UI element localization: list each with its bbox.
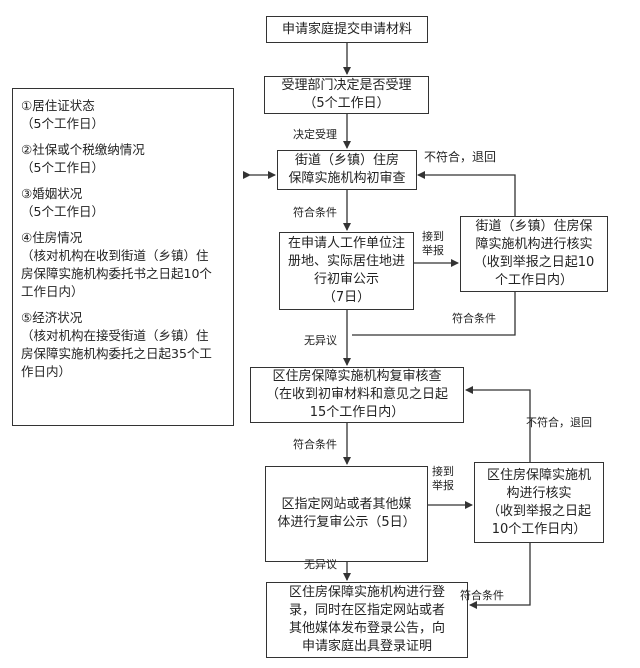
label-not-match-return-2: 不符合，退回	[526, 416, 592, 429]
label-report-2-line: 接到	[432, 465, 454, 478]
box-publicity1-line: 行初审公示	[313, 272, 379, 287]
verification-item-title: ③婚姻状况	[21, 186, 83, 201]
box-submit-text: 申请家庭提交申请材料	[281, 21, 412, 37]
box-street-verify: 街道（乡镇）住房保 障实施机构进行核实 （收到举报之日起10 个工作日内）	[460, 216, 608, 292]
verification-item-detail: 工作日内）	[21, 284, 84, 299]
verification-item-title: ②社保或个税缴纳情况	[21, 142, 145, 157]
arrow-verify1-return	[417, 171, 516, 216]
verification-item-title: ①居住证状态	[21, 98, 95, 113]
label-report-2-line: 举报	[432, 479, 454, 492]
box-publicity2-line: 区指定网站或者其他媒	[281, 497, 412, 512]
verification-item-detail: 作日内）	[21, 364, 72, 379]
arrow-verify1-meets	[352, 292, 516, 336]
label-meets-condition-3: 符合条件	[293, 438, 337, 451]
box-street-initial-review: 街道（乡镇）住房 保障实施机构初审查	[277, 150, 417, 190]
box-accept-line: 受理部门决定是否受理	[281, 78, 412, 93]
verification-item-detail: （5个工作日）	[21, 160, 104, 175]
box-registration: 区住房保障实施机构进行登 录，同时在区指定网站或者 其他媒体发布登录公告，向 申…	[266, 582, 468, 658]
verification-item-detail: （核对机构在收到街道（乡镇）住	[21, 248, 209, 263]
box-district-line: 15个工作日内）	[309, 405, 405, 420]
box-register-line: 区住房保障实施机构进行登	[288, 585, 445, 600]
label-not-match-return-1: 不符合，退回	[424, 150, 497, 164]
box-verify2-line: 构进行核实	[506, 485, 572, 501]
box-street-line: 街道（乡镇）住房	[294, 153, 399, 168]
box-verify1-line: 街道（乡镇）住房保	[475, 219, 593, 234]
label-report-1-line: 举报	[422, 244, 444, 257]
label-report-2: 接到 举报	[432, 465, 454, 493]
box-verify1-line: 个工作日内）	[494, 273, 573, 288]
box-register-line: 录，同时在区指定网站或者	[288, 603, 445, 618]
label-no-objection-2: 无异议	[304, 558, 337, 571]
verification-item-detail: （5个工作日）	[21, 116, 104, 131]
box-street-line: 保障实施机构初审查	[288, 171, 406, 186]
label-report-1-line: 接到	[422, 230, 444, 243]
label-decide-accept: 决定受理	[293, 128, 337, 141]
verification-item-social-security: ②社保或个税缴纳情况 （5个工作日）	[21, 141, 225, 177]
verification-item-detail: （核对机构在接受街道（乡镇）住	[21, 328, 209, 343]
box-publicity1-line: 在申请人工作单位注	[287, 236, 405, 251]
box-district-line: 区住房保障实施机构复审核查	[272, 369, 442, 384]
box-publicity1-line: （7日）	[322, 290, 371, 305]
box-submit-application: 申请家庭提交申请材料	[266, 16, 428, 43]
verification-items-panel: ①居住证状态 （5个工作日） ②社保或个税缴纳情况 （5个工作日） ③婚姻状况 …	[12, 88, 234, 426]
verification-item-detail: （5个工作日）	[21, 204, 104, 219]
box-verify2-line: 区住房保障实施机	[486, 467, 591, 483]
label-no-objection-1: 无异议	[304, 334, 337, 347]
box-accept-decision: 受理部门决定是否受理 （5个工作日）	[264, 76, 429, 114]
box-district-review: 区住房保障实施机构复审核查 （在收到初审材料和意见之日起 15个工作日内）	[250, 367, 464, 423]
box-publicity2-line: 体进行复审公示（5日）	[277, 515, 416, 530]
verification-item-housing: ④住房情况 （核对机构在收到街道（乡镇）住 房保障实施机构委托书之日起10个 工…	[21, 229, 225, 301]
box-accept-line: （5个工作日）	[303, 96, 390, 111]
label-meets-condition-2: 符合条件	[452, 312, 496, 325]
verification-item-title: ④住房情况	[21, 230, 83, 245]
verification-item-detail: 房保障实施机构委托之日起35个工	[21, 346, 212, 361]
verification-item-marital-status: ③婚姻状况 （5个工作日）	[21, 185, 225, 221]
box-verify2-line: 10个工作日内）	[491, 521, 587, 537]
box-district-verify: 区住房保障实施机 构进行核实 （收到举报之日起 10个工作日内）	[474, 462, 604, 543]
label-meets-condition-1: 符合条件	[293, 206, 337, 219]
verification-item-title: ⑤经济状况	[21, 310, 83, 325]
label-meets-condition-4: 符合条件	[460, 589, 504, 602]
label-report-1: 接到 举报	[422, 230, 444, 258]
box-register-line: 其他媒体发布登录公告，向	[288, 621, 445, 636]
box-district-line: （在收到初审材料和意见之日起	[265, 387, 448, 402]
verification-item-residence-permit: ①居住证状态 （5个工作日）	[21, 97, 225, 133]
box-initial-publicity: 在申请人工作单位注 册地、实际居住地进 行初审公示 （7日）	[279, 232, 414, 310]
verification-item-detail: 房保障实施机构委托书之日起10个	[21, 266, 212, 281]
arrow-verify2-meets	[469, 543, 531, 609]
box-verify1-line: 障实施机构进行核实	[475, 237, 593, 252]
arrow-verify2-return	[465, 386, 531, 462]
box-register-line: 申请家庭出具登录证明	[301, 639, 432, 654]
box-publicity1-line: 册地、实际居住地进	[287, 254, 405, 269]
verification-item-economic-status: ⑤经济状况 （核对机构在接受街道（乡镇）住 房保障实施机构委托之日起35个工 作…	[21, 309, 225, 381]
box-review-publicity: 区指定网站或者其他媒 体进行复审公示（5日）	[265, 466, 428, 562]
box-verify2-line: （收到举报之日起	[486, 503, 591, 519]
box-verify1-line: （收到举报之日起10	[473, 255, 595, 270]
